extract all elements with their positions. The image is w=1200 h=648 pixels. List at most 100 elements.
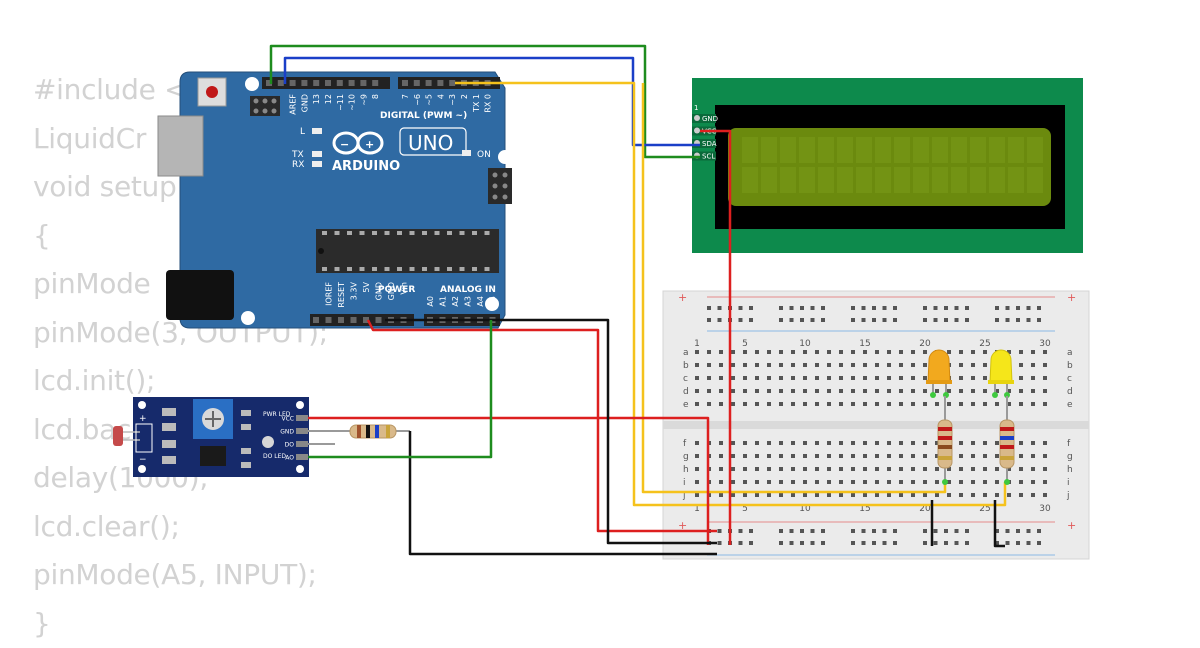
header-pin[interactable]	[278, 80, 284, 86]
breadboard-hole[interactable]	[1043, 454, 1047, 458]
rail-hole[interactable]	[749, 529, 753, 533]
breadboard-hole[interactable]	[1019, 467, 1023, 471]
rail-hole[interactable]	[811, 318, 815, 322]
breadboard-hole[interactable]	[995, 402, 999, 406]
breadboard-hole[interactable]	[923, 350, 927, 354]
header-pin[interactable]	[449, 80, 455, 86]
breadboard-hole[interactable]	[827, 389, 831, 393]
breadboard-hole[interactable]	[875, 454, 879, 458]
header-pin[interactable]	[290, 80, 296, 86]
rail-hole[interactable]	[811, 541, 815, 545]
breadboard-hole[interactable]	[923, 454, 927, 458]
breadboard-hole[interactable]	[935, 402, 939, 406]
breadboard-hole[interactable]	[731, 402, 735, 406]
rail-hole[interactable]	[1016, 541, 1020, 545]
breadboard-hole[interactable]	[875, 441, 879, 445]
breadboard-hole[interactable]	[731, 441, 735, 445]
breadboard-hole[interactable]	[767, 389, 771, 393]
resistor-sensor[interactable]	[335, 425, 410, 438]
rail-hole[interactable]	[800, 541, 804, 545]
rail-hole[interactable]	[739, 306, 743, 310]
breadboard-hole[interactable]	[971, 389, 975, 393]
breadboard-hole[interactable]	[719, 402, 723, 406]
breadboard-hole[interactable]	[719, 454, 723, 458]
breadboard-hole[interactable]	[827, 376, 831, 380]
breadboard-hole[interactable]	[815, 480, 819, 484]
breadboard-hole[interactable]	[923, 363, 927, 367]
rail-hole[interactable]	[1027, 306, 1031, 310]
breadboard-hole[interactable]	[707, 402, 711, 406]
breadboard-hole[interactable]	[1019, 441, 1023, 445]
header-pin[interactable]	[337, 80, 343, 86]
header-pin[interactable]	[376, 317, 382, 323]
breadboard-hole[interactable]	[803, 363, 807, 367]
breadboard-hole[interactable]	[695, 363, 699, 367]
breadboard-hole[interactable]	[959, 480, 963, 484]
rail-hole[interactable]	[923, 541, 927, 545]
breadboard-hole[interactable]	[731, 467, 735, 471]
breadboard-hole[interactable]	[887, 350, 891, 354]
breadboard-hole[interactable]	[791, 493, 795, 497]
breadboard-hole[interactable]	[971, 467, 975, 471]
breadboard-hole[interactable]	[815, 493, 819, 497]
rail-hole[interactable]	[739, 541, 743, 545]
breadboard-hole[interactable]	[779, 454, 783, 458]
breadboard-hole[interactable]	[719, 467, 723, 471]
breadboard-hole[interactable]	[767, 350, 771, 354]
rail-hole[interactable]	[1006, 529, 1010, 533]
breadboard-hole[interactable]	[923, 480, 927, 484]
rail-hole[interactable]	[1037, 318, 1041, 322]
rail-hole[interactable]	[955, 318, 959, 322]
breadboard-hole[interactable]	[911, 350, 915, 354]
header-pin[interactable]	[360, 80, 366, 86]
breadboard-hole[interactable]	[731, 389, 735, 393]
breadboard-hole[interactable]	[983, 480, 987, 484]
breadboard-hole[interactable]	[899, 376, 903, 380]
breadboard-hole[interactable]	[1019, 389, 1023, 393]
rail-hole[interactable]	[1037, 529, 1041, 533]
breadboard-hole[interactable]	[1043, 350, 1047, 354]
rail-hole[interactable]	[934, 318, 938, 322]
rail-hole[interactable]	[800, 306, 804, 310]
breadboard-hole[interactable]	[899, 402, 903, 406]
breadboard-hole[interactable]	[863, 454, 867, 458]
rail-hole[interactable]	[790, 529, 794, 533]
rail-hole[interactable]	[821, 529, 825, 533]
header-pin[interactable]	[301, 80, 307, 86]
breadboard-hole[interactable]	[863, 467, 867, 471]
breadboard-hole[interactable]	[767, 454, 771, 458]
rail-hole[interactable]	[779, 306, 783, 310]
rail-hole[interactable]	[749, 306, 753, 310]
rail-hole[interactable]	[944, 318, 948, 322]
breadboard-hole[interactable]	[935, 467, 939, 471]
breadboard-hole[interactable]	[743, 363, 747, 367]
rail-hole[interactable]	[800, 318, 804, 322]
rail-hole[interactable]	[872, 306, 876, 310]
breadboard-hole[interactable]	[827, 363, 831, 367]
breadboard-hole[interactable]	[887, 441, 891, 445]
breadboard-hole[interactable]	[767, 493, 771, 497]
breadboard-hole[interactable]	[887, 493, 891, 497]
breadboard-hole[interactable]	[851, 454, 855, 458]
breadboard-hole[interactable]	[695, 454, 699, 458]
breadboard-hole[interactable]	[695, 389, 699, 393]
breadboard-hole[interactable]	[779, 467, 783, 471]
breadboard-hole[interactable]	[839, 441, 843, 445]
breadboard-hole[interactable]	[803, 389, 807, 393]
breadboard-hole[interactable]	[839, 350, 843, 354]
lcd-pin[interactable]	[694, 128, 700, 134]
breadboard-hole[interactable]	[959, 454, 963, 458]
breadboard-hole[interactable]	[839, 480, 843, 484]
header-pin[interactable]	[372, 80, 378, 86]
breadboard-hole[interactable]	[827, 493, 831, 497]
breadboard-hole[interactable]	[875, 402, 879, 406]
breadboard-hole[interactable]	[875, 350, 879, 354]
rail-hole[interactable]	[893, 306, 897, 310]
breadboard-hole[interactable]	[899, 467, 903, 471]
breadboard-hole[interactable]	[767, 441, 771, 445]
breadboard-hole[interactable]	[815, 363, 819, 367]
breadboard-hole[interactable]	[803, 441, 807, 445]
breadboard-hole[interactable]	[971, 441, 975, 445]
